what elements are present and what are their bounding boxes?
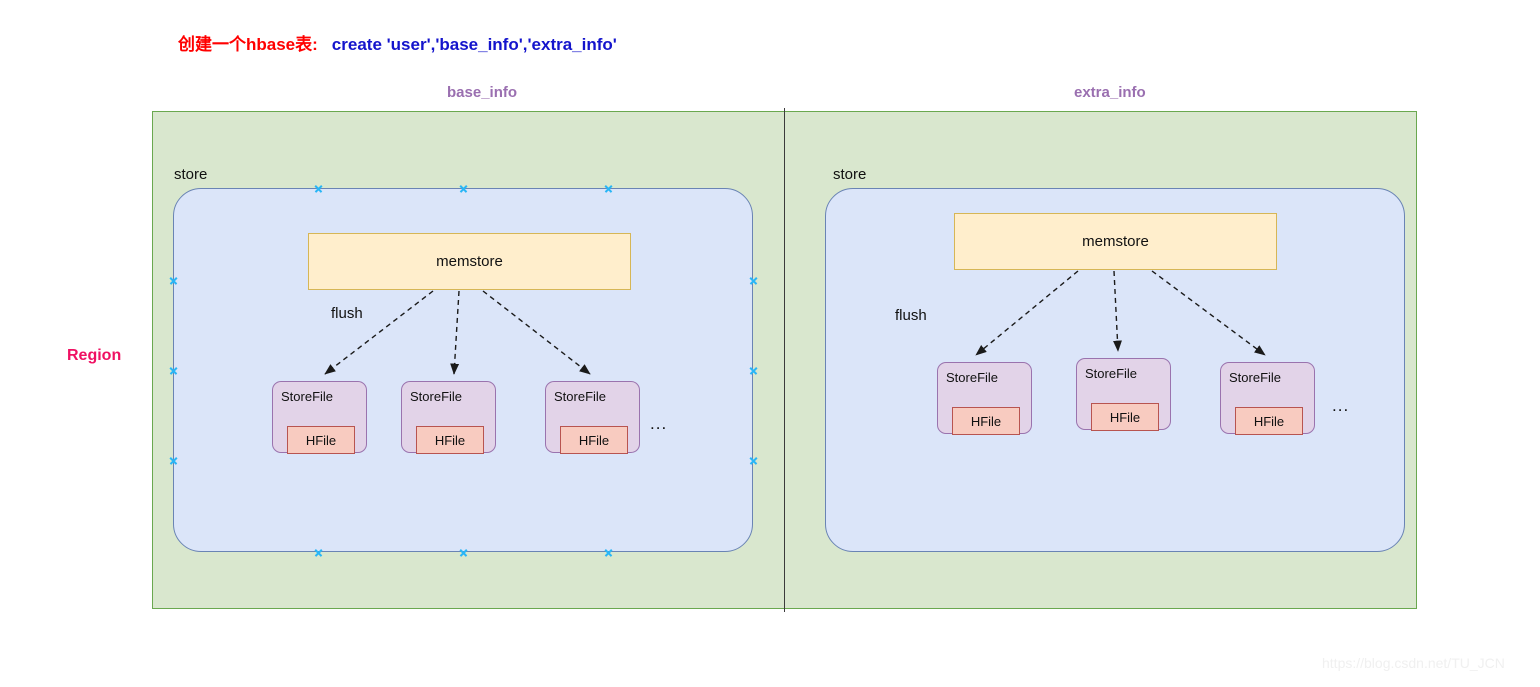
storefile-right-2[interactable]: StoreFile HFile <box>1076 358 1171 431</box>
region-column-family-divider <box>784 108 785 612</box>
storefile-label: StoreFile <box>410 389 463 404</box>
memstore-right[interactable]: memstore <box>954 213 1277 270</box>
storefile-label: StoreFile <box>281 389 334 404</box>
storefile-label: StoreFile <box>1085 366 1138 381</box>
storefile-ellipsis-left: ... <box>650 414 668 433</box>
title-hbase-command: create 'user','base_info','extra_info' <box>331 35 617 54</box>
flush-arrow-right-2 <box>1113 270 1122 352</box>
storefile-right-1[interactable]: StoreFile HFile <box>937 362 1032 435</box>
store-label-left: store <box>174 166 208 183</box>
column-family-label-extra-info: extra_info <box>1074 84 1146 101</box>
column-family-label-base-info: base_info <box>447 84 518 101</box>
storefile-label: StoreFile <box>554 389 607 404</box>
storefile-label: StoreFile <box>946 370 999 385</box>
hfile-box[interactable]: HFile <box>952 407 1020 435</box>
flush-arrow-left-3 <box>482 290 591 375</box>
flush-label-right: flush <box>895 307 927 324</box>
storefile-left-1[interactable]: StoreFile HFile <box>272 381 367 454</box>
region-label: Region <box>67 347 122 364</box>
hfile-box[interactable]: HFile <box>1235 407 1303 435</box>
watermark: https://blog.csdn.net/TU_JCN <box>1322 655 1505 671</box>
flush-arrow-left-1 <box>324 290 434 375</box>
storefile-ellipsis-right: ... <box>1332 396 1350 415</box>
diagram-title: 创建一个hbase表: create 'user','base_info','ex… <box>178 30 617 55</box>
flush-arrow-left-2 <box>450 290 460 375</box>
storefile-label: StoreFile <box>1229 370 1282 385</box>
flush-arrow-right-3 <box>1151 270 1266 356</box>
storefile-left-3[interactable]: StoreFile HFile <box>545 381 640 454</box>
flush-label-left: flush <box>331 305 363 322</box>
hfile-box[interactable]: HFile <box>1091 403 1159 431</box>
flush-arrow-right-1 <box>975 270 1079 356</box>
storefile-left-2[interactable]: StoreFile HFile <box>401 381 496 454</box>
store-label-right: store <box>833 166 867 183</box>
hfile-box[interactable]: HFile <box>560 426 628 454</box>
storefile-right-3[interactable]: StoreFile HFile <box>1220 362 1315 435</box>
memstore-left[interactable]: memstore <box>308 233 631 290</box>
title-chinese-text: 创建一个hbase表: <box>178 35 318 54</box>
hfile-box[interactable]: HFile <box>416 426 484 454</box>
hfile-box[interactable]: HFile <box>287 426 355 454</box>
